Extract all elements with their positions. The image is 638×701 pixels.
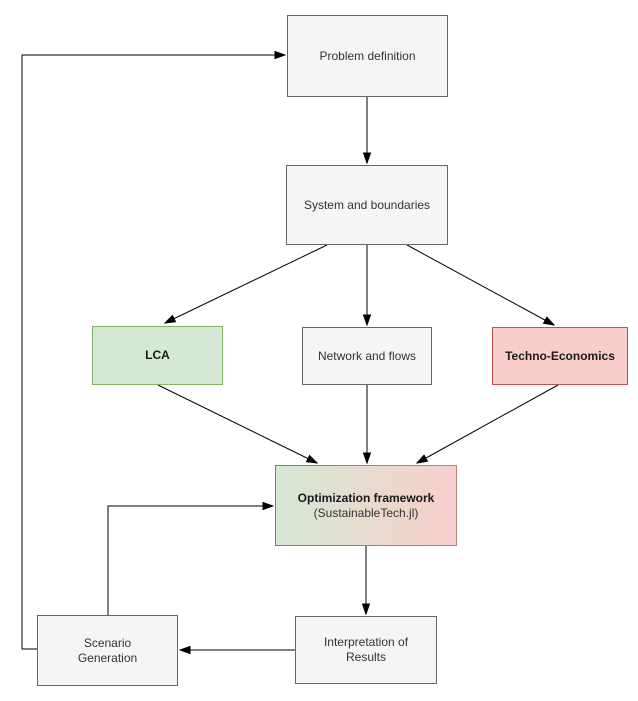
node-scenario-generation-label: Scenario Generation bbox=[77, 635, 138, 665]
node-techno-economics: Techno-Economics bbox=[492, 327, 628, 385]
node-lca: LCA bbox=[92, 326, 223, 385]
edge-system-to-lca bbox=[165, 244, 328, 323]
node-system-and-boundaries-label: System and boundaries bbox=[303, 197, 431, 212]
node-techno-economics-label: Techno-Economics bbox=[505, 348, 615, 363]
edge-system-to-techno bbox=[406, 244, 554, 325]
node-network-and-flows: Network and flows bbox=[302, 327, 432, 385]
edge-lca-to-optimization bbox=[157, 384, 317, 463]
node-problem-definition-label: Problem definition bbox=[319, 48, 416, 63]
node-network-and-flows-label: Network and flows bbox=[317, 348, 417, 363]
node-optimization-framework: Optimization framework (SustainableTech.… bbox=[275, 465, 457, 546]
node-lca-label: LCA bbox=[145, 348, 170, 362]
node-interpretation-of-results: Interpretation of Results bbox=[295, 616, 437, 684]
node-scenario-generation: Scenario Generation bbox=[37, 615, 178, 686]
edge-scenario-to-optimization bbox=[107, 506, 273, 615]
node-optimization-framework-subtitle: (SustainableTech.jl) bbox=[313, 505, 419, 520]
edge-techno-to-optimization bbox=[417, 384, 559, 463]
node-system-and-boundaries: System and boundaries bbox=[286, 165, 448, 245]
node-problem-definition: Problem definition bbox=[287, 15, 448, 97]
node-optimization-framework-title: Optimization framework bbox=[297, 490, 435, 505]
node-interpretation-of-results-label: Interpretation of Results bbox=[323, 635, 409, 664]
